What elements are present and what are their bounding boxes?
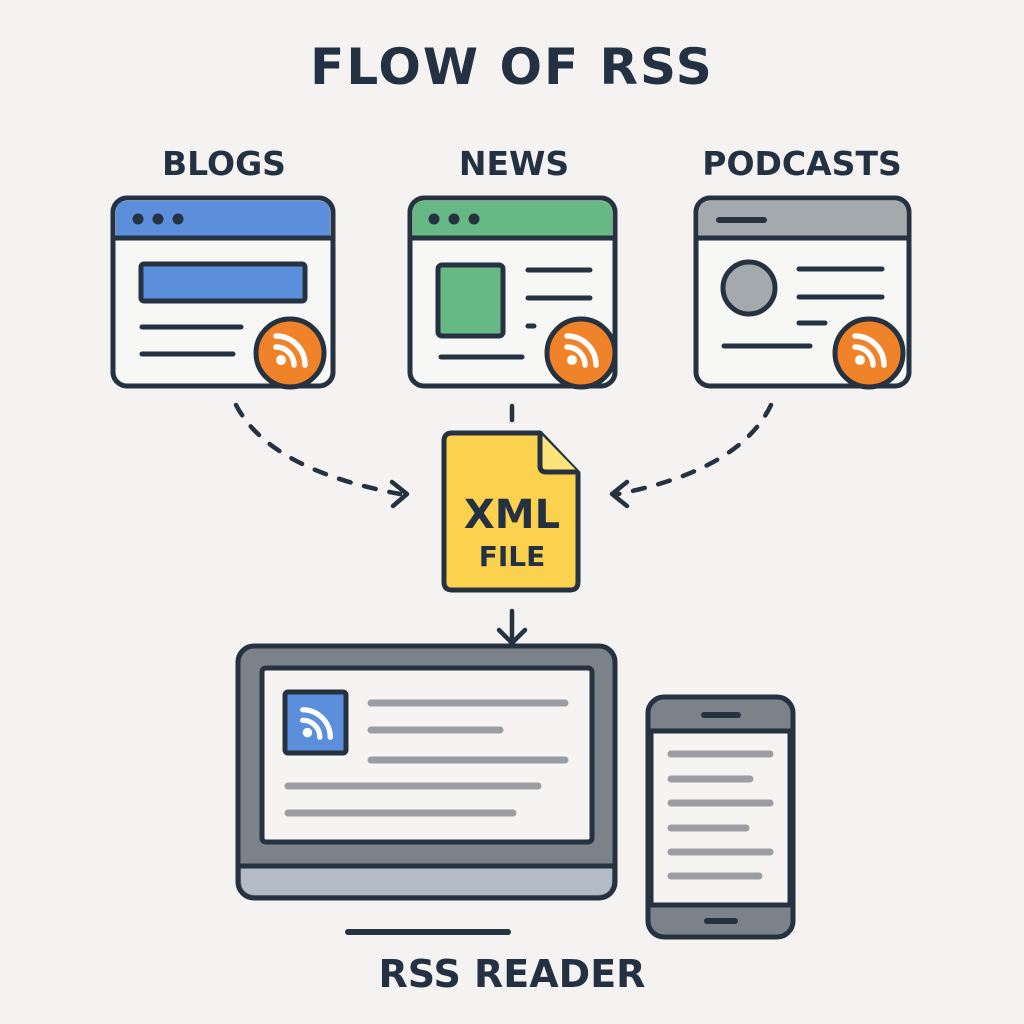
- podcasts-header-bar: [699, 201, 906, 237]
- arrow-xml-to-reader: [496, 608, 528, 646]
- xml-file-icon: XML FILE: [441, 430, 581, 593]
- rss-badge-icon: [832, 316, 906, 390]
- file-label: FILE: [479, 540, 546, 573]
- blogs-window: [110, 195, 336, 390]
- window-dots-icon: [132, 213, 184, 225]
- podcasts-window: [693, 195, 912, 390]
- smartphone: [645, 694, 796, 940]
- source-label-podcasts: PODCASTS: [702, 144, 902, 183]
- desktop-monitor: [235, 643, 618, 935]
- diagram-title: FLOW OF RSS: [310, 38, 714, 96]
- window-dots-icon: [428, 213, 480, 225]
- rss-badge-icon: [544, 316, 618, 390]
- blogs-headline-block: [138, 261, 308, 304]
- rss-feed-tile-icon: [282, 689, 349, 756]
- podcast-avatar-circle: [720, 259, 778, 317]
- news-header-bar: [413, 201, 612, 237]
- xml-label: XML: [464, 492, 560, 538]
- source-label-blogs: BLOGS: [162, 144, 286, 183]
- arrow-podcasts-to-xml: [609, 402, 774, 509]
- arrow-blogs-to-xml: [233, 402, 410, 509]
- phone-content-lines: [667, 750, 774, 880]
- feed-content-lines: [284, 699, 569, 817]
- news-image-block: [435, 262, 506, 339]
- blogs-header-bar: [116, 201, 330, 237]
- rss-badge-icon: [253, 316, 327, 390]
- rss-reader-label: RSS READER: [378, 952, 646, 996]
- news-window: [407, 195, 618, 390]
- source-label-news: NEWS: [458, 144, 570, 183]
